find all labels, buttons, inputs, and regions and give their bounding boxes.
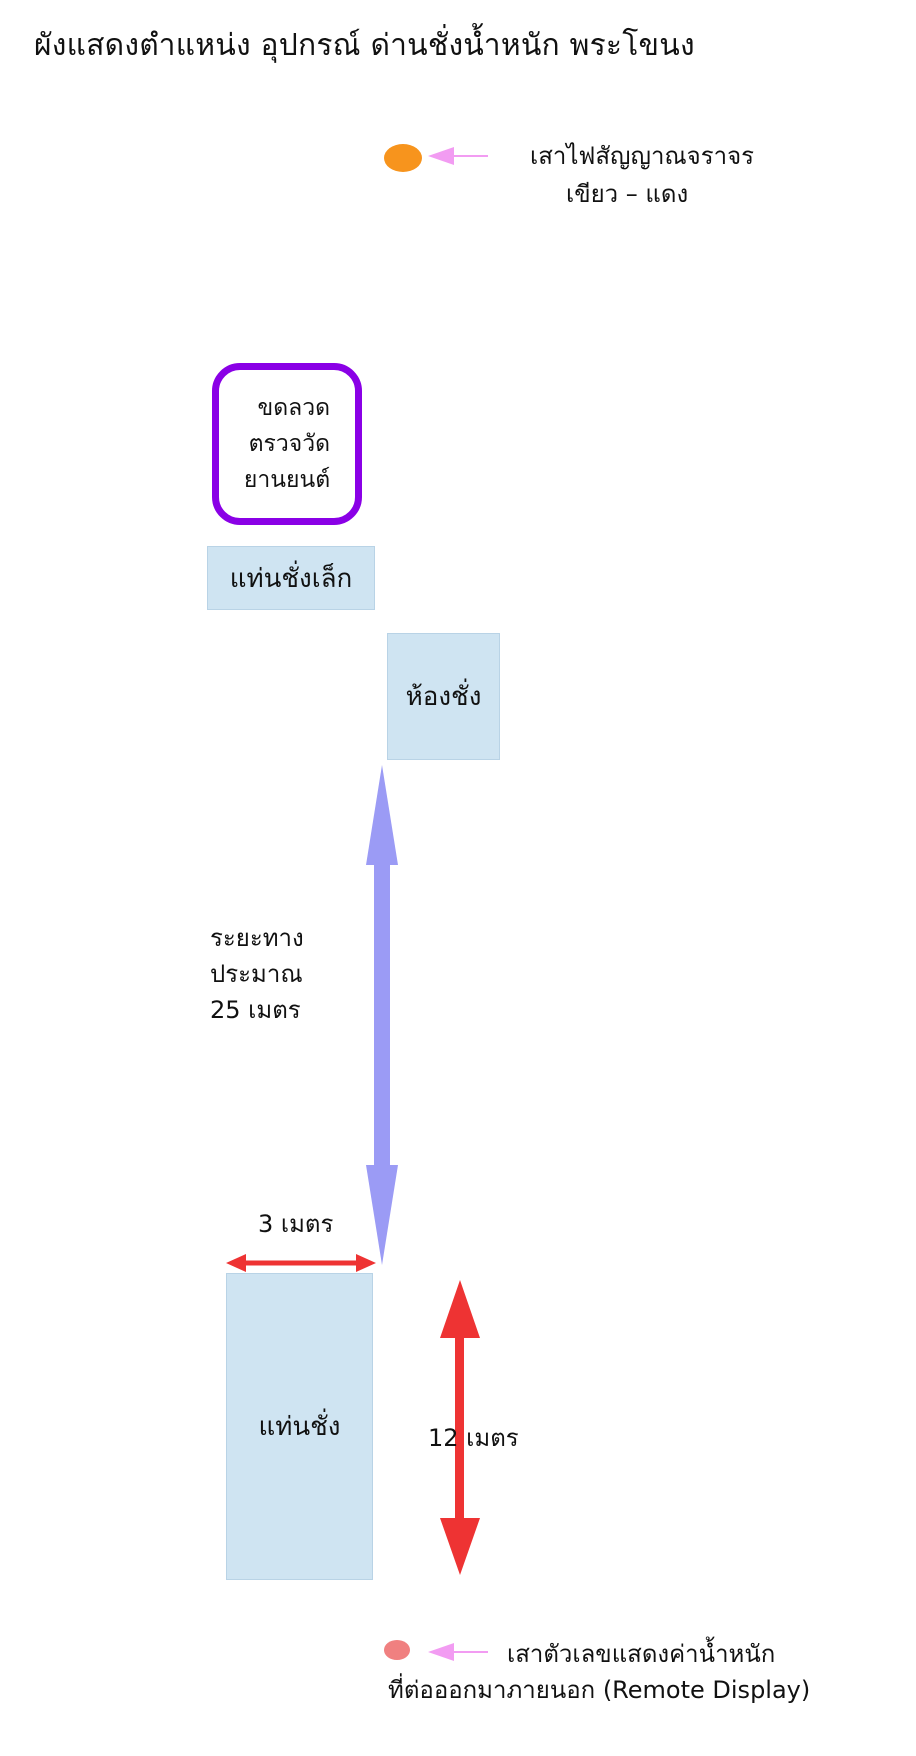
vehicle-loop-detector-label: ขดลวด ตรวจวัด ยานยนต์ [243, 395, 331, 493]
distance-label-line3: 25 เมตร [210, 996, 301, 1024]
small-scale-platform: แท่นชั่งเล็ก [207, 546, 375, 610]
weigh-room-label: ห้องชั่ง [405, 682, 482, 712]
traffic-light-pointer-arrow [428, 147, 488, 165]
remote-display-sublabel: ที่ต่อออกมาภายนอก (Remote Display) [388, 1676, 811, 1704]
page-title: ผังแสดงตำแหน่ง อุปกรณ์ ด่านชั่งน้ำหนัก พ… [34, 28, 695, 63]
distance-arrow [366, 765, 398, 1265]
width-dimension-arrow [226, 1254, 376, 1272]
vehicle-loop-detector: ขดลวด ตรวจวัด ยานยนต์ [212, 363, 362, 525]
length-dimension-label: 12 เมตร [428, 1424, 519, 1452]
traffic-light-marker [384, 144, 422, 172]
weigh-room: ห้องชั่ง [387, 633, 500, 760]
traffic-light-sublabel: เขียว – แดง [566, 180, 689, 208]
traffic-light-label: เสาไฟสัญญาณจราจร [530, 142, 755, 170]
width-dimension-label: 3 เมตร [258, 1210, 334, 1238]
distance-label-line1: ระยะทาง [210, 924, 304, 952]
remote-display-marker [384, 1640, 410, 1660]
scale-platform: แท่นชั่ง [226, 1273, 373, 1580]
remote-display-pointer-arrow [428, 1643, 488, 1661]
remote-display-label: เสาตัวเลขแสดงค่าน้ำหนัก [507, 1640, 776, 1668]
small-scale-label: แท่นชั่งเล็ก [229, 563, 353, 594]
distance-label-line2: ประมาณ [210, 960, 303, 988]
scale-platform-label: แท่นชั่ง [258, 1412, 341, 1442]
